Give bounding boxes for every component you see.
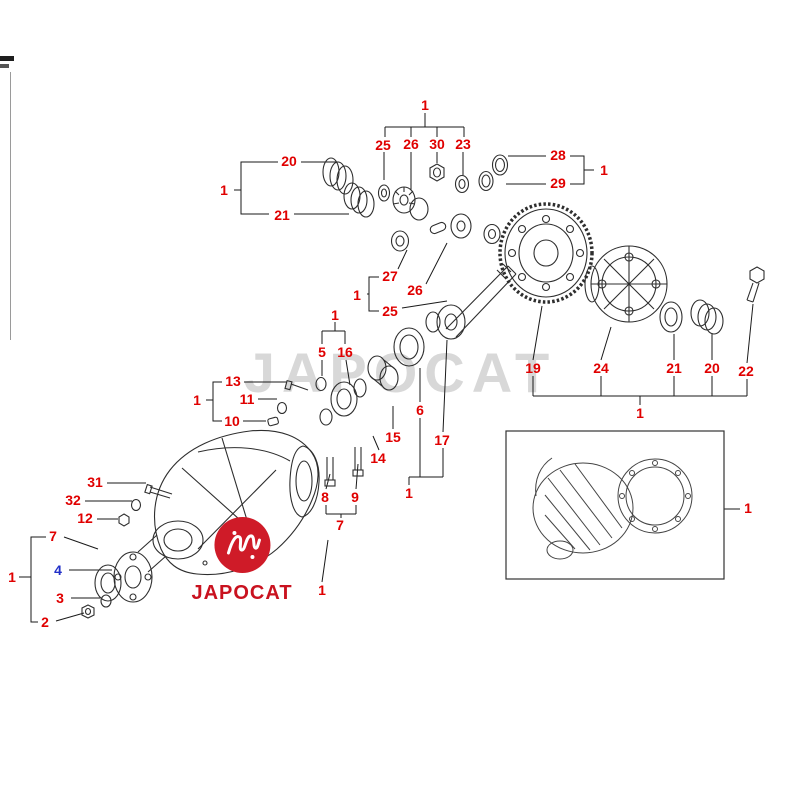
- window-edge-artifact: [0, 64, 9, 68]
- part-callout-15[interactable]: 15: [385, 429, 401, 445]
- part-callout-1[interactable]: 1: [744, 500, 752, 516]
- part-callout-9[interactable]: 9: [351, 489, 359, 505]
- window-edge-artifact: [0, 56, 14, 61]
- part-callout-1[interactable]: 1: [331, 307, 339, 323]
- part-callout-29[interactable]: 29: [550, 175, 566, 191]
- japocat-logo-text: JAPOCAT: [191, 582, 293, 604]
- part-callout-32[interactable]: 32: [65, 492, 81, 508]
- part-callout-1[interactable]: 1: [353, 287, 361, 303]
- part-callout-21[interactable]: 21: [274, 207, 290, 223]
- part-callout-14[interactable]: 14: [370, 450, 386, 466]
- part-callout-22[interactable]: 22: [738, 363, 754, 379]
- part-callout-25[interactable]: 25: [382, 303, 398, 319]
- part-callout-11[interactable]: 11: [239, 391, 255, 407]
- part-callout-23[interactable]: 23: [455, 136, 471, 152]
- part-callout-21[interactable]: 21: [666, 360, 682, 376]
- part-callout-26[interactable]: 26: [407, 282, 423, 298]
- part-callout-20[interactable]: 20: [704, 360, 720, 376]
- part-callout-7[interactable]: 7: [49, 528, 57, 544]
- part-callout-10[interactable]: 10: [224, 413, 240, 429]
- part-callout-12[interactable]: 12: [77, 510, 93, 526]
- part-callout-24[interactable]: 24: [593, 360, 609, 376]
- japocat-logo: JAPOCAT: [191, 515, 292, 605]
- part-callout-6[interactable]: 6: [416, 402, 424, 418]
- window-edge-line: [10, 72, 11, 340]
- part-callout-19[interactable]: 19: [525, 360, 541, 376]
- part-callout-1[interactable]: 1: [421, 97, 429, 113]
- assembled-unit-inset: [505, 430, 725, 580]
- part-callout-31[interactable]: 31: [87, 474, 103, 490]
- japocat-logo-icon: [214, 517, 270, 573]
- part-callout-1[interactable]: 1: [318, 582, 326, 598]
- part-callout-8[interactable]: 8: [321, 489, 329, 505]
- logo-circle: [214, 517, 270, 573]
- part-callout-7[interactable]: 7: [336, 517, 344, 533]
- part-callout-16[interactable]: 16: [337, 344, 353, 360]
- part-callout-1[interactable]: 1: [636, 405, 644, 421]
- part-callout-1[interactable]: 1: [193, 392, 201, 408]
- part-callout-28[interactable]: 28: [550, 147, 566, 163]
- part-callout-1[interactable]: 1: [405, 485, 413, 501]
- part-callout-25[interactable]: 25: [375, 137, 391, 153]
- part-callout-30[interactable]: 30: [429, 136, 445, 152]
- part-callout-2[interactable]: 2: [41, 614, 49, 630]
- parts-drawing: [81, 154, 765, 619]
- part-callout-4[interactable]: 4: [54, 562, 62, 578]
- part-callout-1[interactable]: 1: [8, 569, 16, 585]
- leader-lines: [19, 113, 754, 623]
- part-callout-20[interactable]: 20: [281, 153, 297, 169]
- part-callout-13[interactable]: 13: [225, 373, 241, 389]
- part-callout-3[interactable]: 3: [56, 590, 64, 606]
- part-callout-1[interactable]: 1: [600, 162, 608, 178]
- part-callout-27[interactable]: 27: [382, 268, 398, 284]
- part-callout-26[interactable]: 26: [403, 136, 419, 152]
- part-callout-5[interactable]: 5: [318, 344, 326, 360]
- part-callout-1[interactable]: 1: [220, 182, 228, 198]
- part-callout-17[interactable]: 17: [434, 432, 450, 448]
